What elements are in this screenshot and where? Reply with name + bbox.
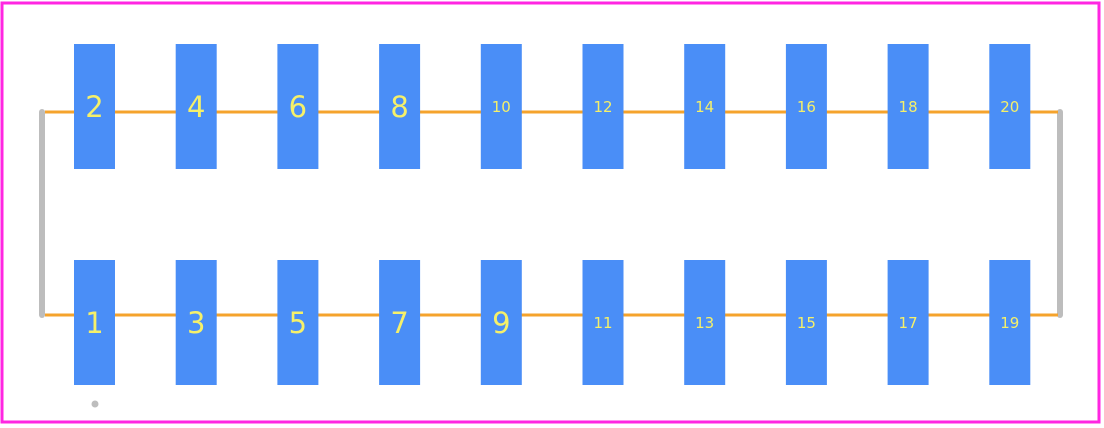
pad-2: 2 — [74, 44, 115, 169]
pad-11-shape — [582, 260, 624, 385]
pad-4-shape — [175, 44, 217, 169]
pad-4-label: 4 — [187, 90, 205, 124]
pad-8: 8 — [379, 44, 421, 169]
pad-14: 14 — [684, 44, 726, 169]
pad-19: 19 — [989, 260, 1031, 385]
pad-10-shape — [480, 44, 522, 169]
pad-1: 1 — [74, 260, 115, 385]
pad-11: 11 — [582, 260, 624, 385]
pad-12-shape — [582, 44, 624, 169]
pad-6-label: 6 — [289, 90, 307, 124]
pad-14-shape — [684, 44, 726, 169]
pad-3-label: 3 — [187, 306, 205, 340]
pin1-marker — [91, 400, 99, 408]
pad-3: 3 — [175, 260, 217, 385]
pad-19-shape — [989, 260, 1031, 385]
pad-18-shape — [887, 44, 929, 169]
pad-20-shape — [989, 44, 1031, 169]
pad-9-shape — [480, 260, 522, 385]
pad-5-label: 5 — [289, 306, 307, 340]
pad-15-label: 15 — [797, 314, 816, 332]
pad-20-label: 20 — [1000, 98, 1019, 116]
pad-16: 16 — [785, 44, 827, 169]
pad-19-label: 19 — [1000, 314, 1019, 332]
pad-14-label: 14 — [695, 98, 714, 116]
pad-16-label: 16 — [797, 98, 816, 116]
pad-13: 13 — [684, 260, 726, 385]
pad-4: 4 — [175, 44, 217, 169]
pad-13-shape — [684, 260, 726, 385]
pad-5: 5 — [277, 260, 319, 385]
pad-17-label: 17 — [899, 314, 918, 332]
pad-9: 9 — [480, 260, 522, 385]
pad-3-shape — [175, 260, 217, 385]
pad-7-label: 7 — [390, 306, 408, 340]
pad-8-shape — [379, 44, 421, 169]
pad-1-shape — [74, 260, 115, 385]
pad-16-shape — [785, 44, 827, 169]
pad-6: 6 — [277, 44, 319, 169]
pad-7-shape — [379, 260, 421, 385]
pad-10-label: 10 — [492, 98, 511, 116]
pad-12: 12 — [582, 44, 624, 169]
pad-17-shape — [887, 260, 929, 385]
pad-7: 7 — [379, 260, 421, 385]
pad-15: 15 — [785, 260, 827, 385]
pad-2-label: 2 — [85, 90, 103, 124]
pad-6-shape — [277, 44, 319, 169]
pad-12-label: 12 — [593, 98, 612, 116]
pad-18: 18 — [887, 44, 929, 169]
pad-15-shape — [785, 260, 827, 385]
pad-row-top: 2 4 6 8 10 12 14 16 18 20 — [74, 44, 1031, 169]
pad-13-label: 13 — [695, 314, 714, 332]
pad-2-shape — [74, 44, 115, 169]
pad-5-shape — [277, 260, 319, 385]
pad-9-label: 9 — [492, 306, 510, 340]
pad-20: 20 — [989, 44, 1031, 169]
pad-1-label: 1 — [85, 306, 103, 340]
pad-10: 10 — [480, 44, 522, 169]
pad-8-label: 8 — [390, 90, 408, 124]
pad-18-label: 18 — [899, 98, 918, 116]
pad-17: 17 — [887, 260, 929, 385]
pad-11-label: 11 — [593, 314, 612, 332]
